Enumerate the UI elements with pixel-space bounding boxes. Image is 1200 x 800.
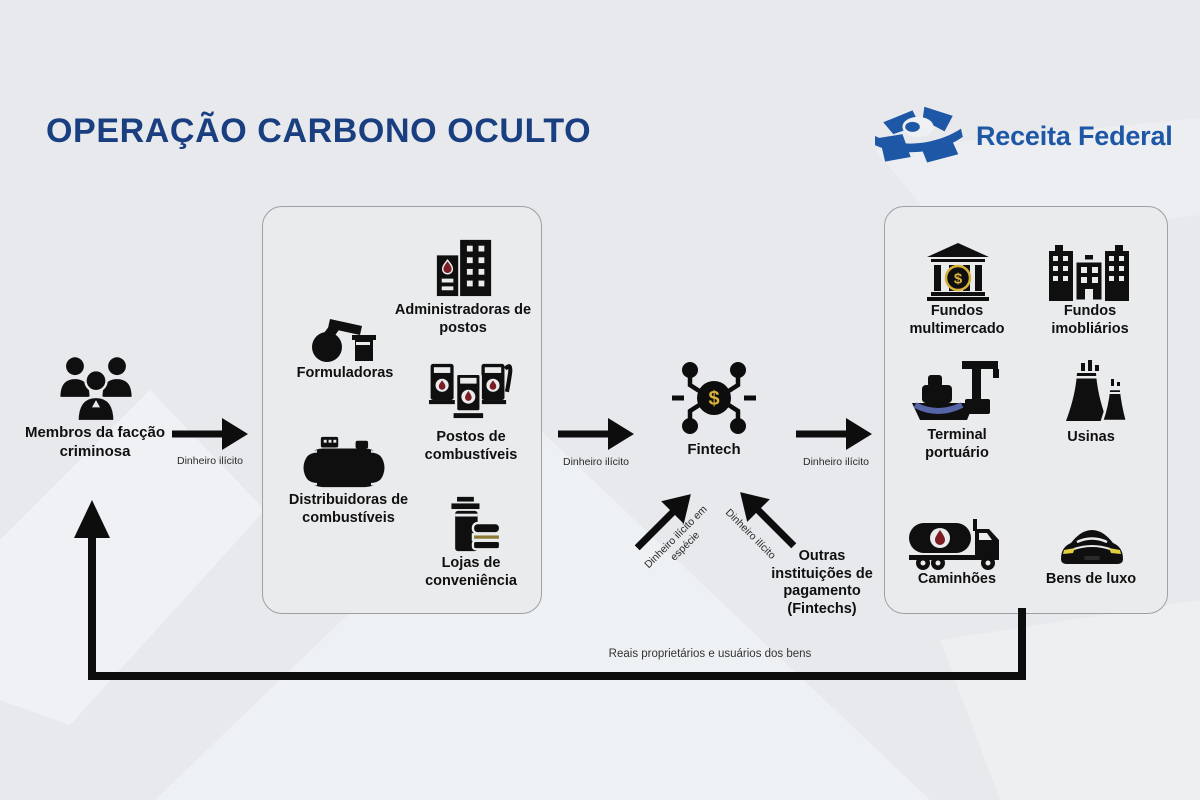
port-ship-crane-icon — [912, 361, 999, 420]
fuel-sector-panel: Administradoras de postos Formuladoras — [262, 206, 542, 614]
page-title: OPERAÇÃO CARBONO OCULTO — [46, 112, 592, 150]
bank-coin-symbol: $ — [954, 271, 963, 288]
node-usinas — [1063, 359, 1129, 423]
node-lojas-label: Lojas de conveniência — [425, 555, 517, 589]
source-node — [52, 350, 140, 426]
return-loop-arrow-icon — [74, 500, 1026, 680]
node-caminhoes — [907, 513, 1003, 571]
arrow-cash-to-fintech-icon — [634, 494, 691, 551]
receita-federal-logo-icon — [875, 106, 963, 163]
brand-name: Receita Federal — [976, 120, 1173, 151]
bank-fund-icon: $ — [927, 243, 989, 301]
power-plant-icon — [1066, 360, 1129, 423]
node-distribuidoras — [298, 435, 390, 489]
source-node-label: Membros da facção criminosa — [24, 424, 166, 460]
arrow-fuel-to-fintech-icon — [558, 418, 634, 450]
fintech-dollar-symbol: $ — [708, 388, 719, 410]
node-postos-label: Postos de combustíveis — [424, 429, 518, 463]
fuel-pumps-icon — [428, 363, 513, 419]
node-fundos-multimercado: $ — [925, 241, 991, 301]
arrow-fintech-to-assets-label: Dinheiro ilícito — [803, 456, 869, 468]
node-formuladoras-label: Formuladoras — [296, 365, 394, 381]
convenience-store-icon — [451, 496, 502, 552]
node-administradoras — [433, 237, 495, 297]
node-formuladoras — [308, 305, 378, 363]
tanker-truck-icon — [909, 519, 999, 570]
node-usinas-label: Usinas — [1067, 429, 1115, 445]
node-administradoras-label: Administradoras de postos — [394, 302, 532, 336]
other-institutions-label: Outras instituições de pagamento (Fintec… — [771, 548, 873, 618]
office-building-icon — [436, 239, 492, 297]
node-bens-de-luxo-label: Bens de luxo — [1045, 571, 1137, 587]
node-bens-de-luxo — [1057, 523, 1127, 567]
arrow-fuel-to-fintech-label: Dinheiro ilícito — [563, 456, 629, 468]
node-terminal-portuario — [910, 359, 1002, 423]
brand: Receita Federal — [872, 104, 1173, 168]
fuel-tank-icon — [299, 436, 389, 488]
criminal-group-icon — [60, 357, 132, 423]
return-loop-label: Reais proprietários e usuários dos bens — [608, 648, 812, 660]
luxury-car-icon — [1061, 530, 1123, 564]
node-fundos-imobiliarios — [1047, 239, 1131, 301]
buildings-icon — [1049, 245, 1129, 301]
arrow-fintech-to-assets-icon — [796, 418, 872, 450]
node-caminhoes-label: Caminhões — [917, 571, 997, 587]
assets-panel: $ Fundos multimercado — [884, 206, 1168, 614]
node-postos — [421, 359, 519, 423]
fintech-node: $ — [672, 358, 756, 438]
node-fundos-multimercado-label: Fundos multimercado — [909, 303, 1005, 337]
node-distribuidoras-label: Distribuidoras de combustíveis — [288, 492, 409, 526]
node-lojas — [441, 495, 503, 553]
arrow-institutions-to-fintech-icon — [740, 492, 797, 549]
arrow-source-to-fuel-icon — [172, 418, 248, 450]
chemical-flask-icon — [312, 319, 376, 362]
node-fundos-imobiliarios-label: Fundos imobliários — [1051, 303, 1129, 337]
node-terminal-portuario-label: Terminal portuário — [925, 427, 989, 461]
arrow-source-to-fuel-label: Dinheiro ilícito — [177, 455, 243, 467]
fintech-node-label: Fintech — [687, 441, 741, 458]
fintech-network-icon: $ — [672, 362, 756, 434]
